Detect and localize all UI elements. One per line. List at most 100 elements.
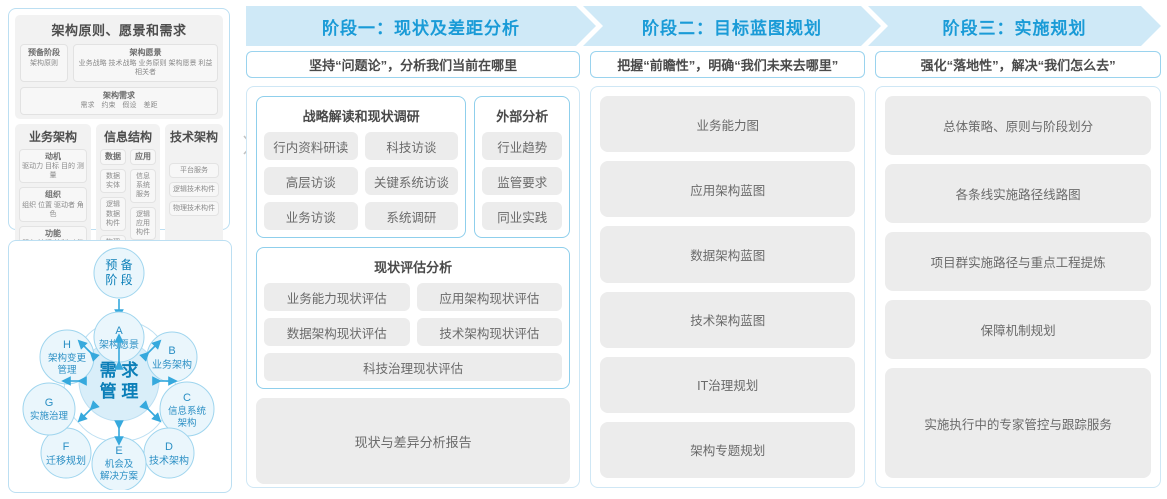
data-head-cell: 数据 xyxy=(100,148,126,166)
chip-data-architecture-assessment[interactable]: 数据架构现状评估 xyxy=(264,318,410,346)
phases-region: 阶段一：现状及差距分析 阶段二：目标蓝图规划 阶段三：实施规划 坚持“问题论”，… xyxy=(246,6,1161,493)
business-architecture-column: 业务架构 动机 驱动力 目标 目的 测量 组织 组织 位置 驱动者 角色 功能 xyxy=(15,123,91,282)
svg-text:G: G xyxy=(45,397,54,409)
adm-node-d xyxy=(143,427,195,479)
architecture-vision-cell: 架构愿景 业务战略 技术战略 业务原则 架构愿景 利益相关者 xyxy=(73,44,218,82)
chip-it-governance-plan[interactable]: IT治理规划 xyxy=(600,356,856,413)
chip-program-path-key-projects[interactable]: 项目群实施路径与重点工程提炼 xyxy=(885,232,1151,291)
svg-text:机会及: 机会及 xyxy=(105,458,134,470)
prep-phase-cell: 预备阶段 架构原则 xyxy=(20,44,68,82)
architecture-requirements-cell: 架构需求 需求 约束 假设 差距 xyxy=(20,86,218,115)
adm-node-b xyxy=(146,331,198,383)
data-entity-cell: 数据实体 xyxy=(100,169,126,194)
svg-text:A: A xyxy=(115,325,123,337)
logical-technology-component-label: 逻辑技术构件 xyxy=(173,186,215,193)
chip-peer-practice[interactable]: 同业实践 xyxy=(482,202,563,230)
information-structure-head: 信息结构 xyxy=(103,129,152,144)
chip-business-capability-assessment[interactable]: 业务能力现状评估 xyxy=(264,283,410,311)
architecture-vision-sub: 业务战略 技术战略 业务原则 架构愿景 利益相关者 xyxy=(78,59,213,77)
chip-regulatory-requirement[interactable]: 监管要求 xyxy=(482,167,563,195)
chip-business-capability-map[interactable]: 业务能力图 xyxy=(600,96,856,153)
svg-text:技术架构: 技术架构 xyxy=(149,454,189,467)
chip-technology-architecture-assessment[interactable]: 技术架构现状评估 xyxy=(416,318,563,346)
chip-internal-docs[interactable]: 行内资料研读 xyxy=(264,132,358,160)
information-system-service-cell: 信息系统服务 xyxy=(130,169,156,203)
business-organization-cell: 组织 组织 位置 驱动者 角色 xyxy=(19,187,87,223)
chip-line-implementation-roadmap[interactable]: 各条线实施路径线路图 xyxy=(885,164,1151,223)
prep-phase-head: 预备阶段 xyxy=(28,48,60,57)
logical-application-component-cell: 逻辑应用构件 xyxy=(130,206,156,240)
phase-banner-2-label: 阶段二：目标蓝图规划 xyxy=(642,18,822,38)
phase-banner-3[interactable]: 阶段三：实施规划 xyxy=(868,6,1161,46)
chip-architecture-topic-plan[interactable]: 架构专题规划 xyxy=(600,421,856,479)
svg-text:B: B xyxy=(168,345,175,357)
chip-application-architecture-blueprint[interactable]: 应用架构蓝图 xyxy=(600,161,856,218)
business-motivation-sub: 驱动力 目标 目的 测量 xyxy=(22,163,84,180)
data-head: 数据 xyxy=(105,151,121,161)
business-architecture-head: 业务架构 xyxy=(28,129,77,144)
chip-it-governance-assessment[interactable]: 科技治理现状评估 xyxy=(264,353,563,381)
togaf-content-framework: 架构原则、愿景和需求 预备阶段 架构原则 架构愿景 业务战略 技术战略 业务原则… xyxy=(8,8,230,334)
prelim-phase-line2: 阶 段 xyxy=(105,272,132,287)
strategy-research-title: 战略解读和现状调研 xyxy=(302,109,420,124)
chip-technology-architecture-blueprint[interactable]: 技术架构蓝图 xyxy=(600,291,856,348)
chip-data-architecture-blueprint[interactable]: 数据架构蓝图 xyxy=(600,226,856,283)
business-motivation-cell: 动机 驱动力 目标 目的 测量 xyxy=(19,148,87,184)
phase-columns: 坚持“问题论”，分析我们当前在哪里 战略解读和现状调研 行内资料研读 科技访谈 … xyxy=(246,51,1161,488)
chip-industry-trend[interactable]: 行业趋势 xyxy=(482,132,563,160)
adm-node-g xyxy=(22,382,76,436)
phase-2-subtitle: 把握“前瞻性”，明确“我们未来去哪里” xyxy=(590,51,866,78)
physical-technology-component-cell: 物理技术构件 xyxy=(169,201,219,217)
chip-tech-interview[interactable]: 科技访谈 xyxy=(364,132,459,160)
prelim-phase-circle xyxy=(93,247,145,299)
architecture-principles-band: 架构原则、愿景和需求 预备阶段 架构原则 架构愿景 业务战略 技术战略 业务原则… xyxy=(15,15,223,119)
logical-data-component-label: 逻辑数据构件 xyxy=(106,201,120,227)
chip-key-system-interview[interactable]: 关键系统访谈 xyxy=(364,167,459,195)
phase-3-subtitle: 强化“落地性”，解决“我们怎么去” xyxy=(875,51,1161,78)
phase-1-top-row: 战略解读和现状调研 行内资料研读 科技访谈 高层访谈 关键系统访谈 业务访谈 系… xyxy=(256,96,571,238)
phase-1-body: 战略解读和现状调研 行内资料研读 科技访谈 高层访谈 关键系统访谈 业务访谈 系… xyxy=(246,86,581,488)
technology-architecture-head: 技术架构 xyxy=(169,129,218,144)
chip-expert-control-tracking-service[interactable]: 实施执行中的专家管控与跟踪服务 xyxy=(885,368,1151,478)
architecture-requirements-head: 架构需求 xyxy=(103,90,135,100)
business-organization-head: 组织 xyxy=(45,190,61,200)
phase-column-2: 把握“前瞻性”，明确“我们未来去哪里” 业务能力图 应用架构蓝图 数据架构蓝图 … xyxy=(590,51,866,488)
chip-exec-interview[interactable]: 高层访谈 xyxy=(264,167,358,195)
business-motivation-head: 动机 xyxy=(45,151,61,161)
svg-text:迁移规划: 迁移规划 xyxy=(46,454,86,467)
logical-application-component-label: 逻辑应用构件 xyxy=(136,210,150,236)
togaf-framework-panel: 架构原则、愿景和需求 预备阶段 架构原则 架构愿景 业务战略 技术战略 业务原则… xyxy=(8,8,230,334)
gap-analysis-report-chip[interactable]: 现状与差异分析报告 xyxy=(256,398,571,484)
prelim-phase-line1: 预 备 xyxy=(105,258,132,272)
physical-technology-component-label: 物理技术构件 xyxy=(173,205,215,213)
information-system-service-label: 信息系统服务 xyxy=(136,173,150,199)
chip-assurance-mechanism-plan[interactable]: 保障机制规划 xyxy=(885,300,1151,359)
platform-service-cell: 平台服务 xyxy=(169,162,219,178)
togaf-adm-cycle-panel: 需 求 管 理 预 备 阶 段 A 架构愿景 B 业务架构 C 信息系统 架构 … xyxy=(8,240,232,493)
togaf-title: 架构原则、愿景和需求 xyxy=(51,23,187,38)
phase-banner-2[interactable]: 阶段二：目标蓝图规划 xyxy=(583,6,881,46)
phase-2-body: 业务能力图 应用架构蓝图 数据架构蓝图 技术架构蓝图 IT治理规划 架构专题规划 xyxy=(590,86,866,488)
svg-text:解决方案: 解决方案 xyxy=(100,470,139,482)
external-analysis-title: 外部分析 xyxy=(496,109,549,124)
phase-banner-3-label: 阶段三：实施规划 xyxy=(942,18,1087,38)
chip-business-interview[interactable]: 业务访谈 xyxy=(264,202,358,230)
current-state-assessment-group: 现状评估分析 业务能力现状评估 应用架构现状评估 数据架构现状评估 技术架构现状… xyxy=(256,247,571,389)
strategy-research-group: 战略解读和现状调研 行内资料研读 科技访谈 高层访谈 关键系统访谈 业务访谈 系… xyxy=(256,96,467,238)
architecture-vision-head: 架构愿景 xyxy=(129,48,162,57)
chip-system-survey[interactable]: 系统调研 xyxy=(364,202,459,230)
chip-overall-strategy-principles-phases[interactable]: 总体策略、原则与阶段划分 xyxy=(885,96,1151,155)
adm-node-f xyxy=(40,427,92,479)
external-analysis-group: 外部分析 行业趋势 监管要求 同业实践 xyxy=(474,96,571,238)
svg-text:F: F xyxy=(63,441,70,453)
business-function-head: 功能 xyxy=(45,229,61,239)
logical-technology-component-cell: 逻辑技术构件 xyxy=(169,182,219,198)
phase-banner-1-label: 阶段一：现状及差距分析 xyxy=(322,18,520,38)
svg-text:架构变更: 架构变更 xyxy=(48,352,87,364)
svg-text:信息系统: 信息系统 xyxy=(168,405,207,417)
svg-text:业务架构: 业务架构 xyxy=(152,358,192,371)
phase-banner-1[interactable]: 阶段一：现状及差距分析 xyxy=(246,6,596,46)
chip-application-architecture-assessment[interactable]: 应用架构现状评估 xyxy=(416,283,563,311)
svg-text:架构: 架构 xyxy=(177,417,196,429)
